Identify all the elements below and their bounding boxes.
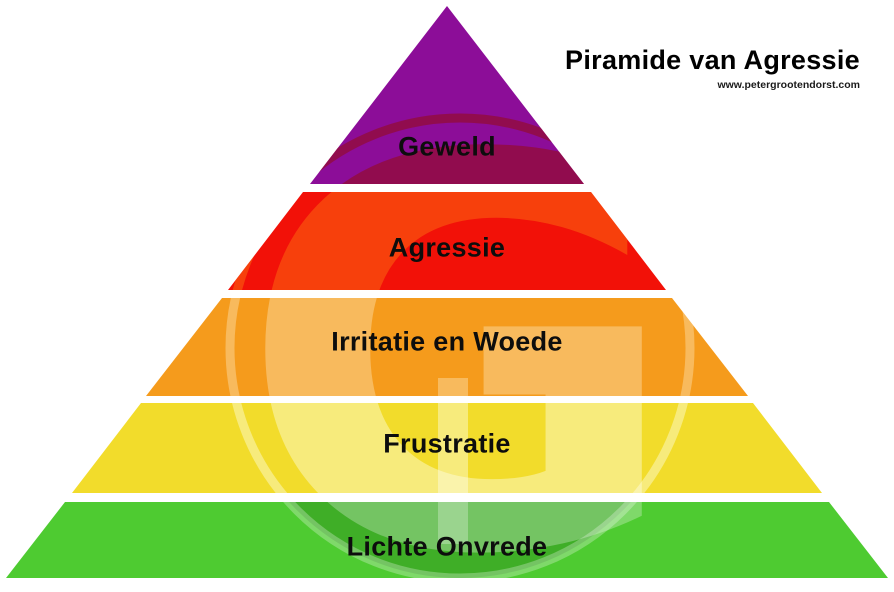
header: Piramide van Agressie www.petergrootendo… — [565, 45, 860, 91]
level-label-geweld: Geweld — [398, 131, 496, 162]
level-label-onvrede: Lichte Onvrede — [346, 531, 548, 562]
level-label-irritatie: Irritatie en Woede — [331, 326, 563, 357]
level-label-onvrede-frustratie: Frustratie — [383, 428, 511, 459]
level-label-agressie: Agressie — [388, 232, 506, 263]
diagram-title: Piramide van Agressie — [565, 45, 860, 75]
website-url: www.petergrootendorst.com — [717, 78, 860, 91]
